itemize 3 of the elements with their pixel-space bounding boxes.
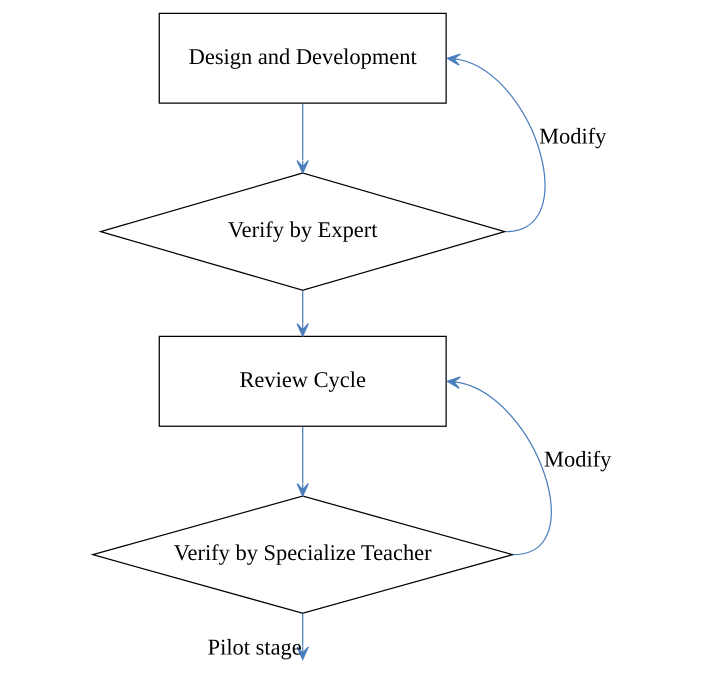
edge-label: Modify — [544, 446, 611, 472]
edge-label: Pilot stage — [207, 634, 302, 660]
edge-label: Modify — [538, 124, 606, 149]
